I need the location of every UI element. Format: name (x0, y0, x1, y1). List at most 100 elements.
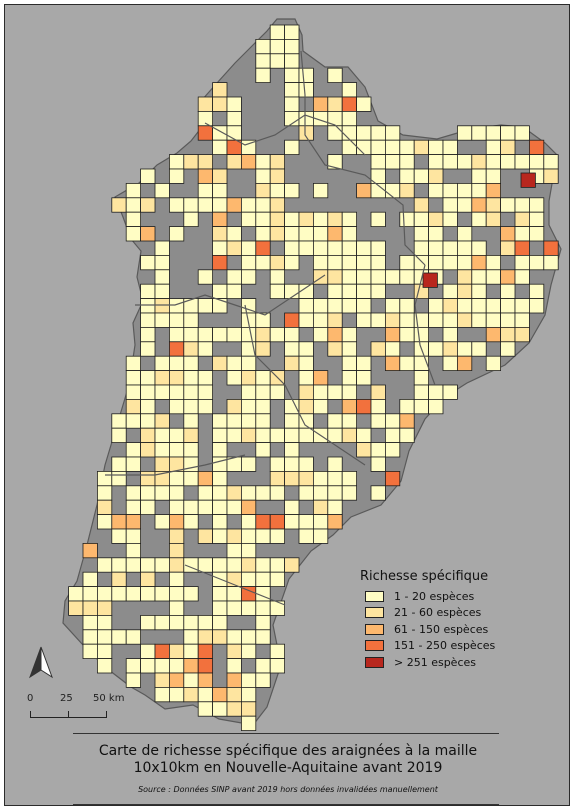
grid-cell (356, 139, 372, 155)
grid-cell (197, 370, 213, 386)
grid-cell (384, 312, 401, 328)
grid-cell (212, 211, 228, 227)
grid-cell (370, 211, 386, 227)
grid-cell (212, 485, 228, 501)
grid-cell (298, 427, 314, 444)
grid-cell (514, 254, 530, 271)
grid-cell (399, 398, 415, 415)
grid-cell (284, 24, 300, 40)
grid-cell (97, 658, 113, 674)
grid-cell (240, 211, 257, 227)
grid-cell (298, 470, 314, 487)
grid-cell (226, 600, 242, 616)
legend-label: 1 - 20 espèces (394, 589, 475, 603)
grid-cell (197, 197, 213, 213)
grid-cell (442, 211, 458, 227)
map-subtitle: 10x10km en Nouvelle-Aquitaine avant 2019 (133, 760, 443, 776)
grid-cell (197, 168, 213, 184)
grid-cell (500, 298, 516, 314)
grid-cell (240, 197, 257, 213)
grid-cell (240, 326, 257, 343)
grid-cell (442, 154, 458, 170)
grid-cell (284, 67, 300, 84)
grid-cell (212, 528, 228, 544)
grid-cell (514, 240, 530, 256)
grid-cell (312, 326, 329, 343)
grid-cell (298, 111, 314, 127)
grid-cell (183, 312, 199, 328)
grid-cell (240, 715, 257, 732)
grid-cell (384, 298, 401, 314)
grid-cell (312, 96, 329, 112)
grid-cell (154, 254, 170, 271)
grid-cell (240, 413, 257, 429)
grid-cell (255, 413, 271, 429)
grid-cell (255, 240, 271, 256)
grid-cell (356, 96, 372, 112)
grid-cell (125, 226, 141, 242)
grid-cell (226, 197, 242, 213)
grid-cell (240, 269, 257, 285)
grid-cell (298, 514, 314, 530)
grid-cell (370, 125, 386, 141)
grid-cell (111, 456, 127, 472)
grid-cell (212, 182, 228, 199)
grid-cell (298, 485, 314, 501)
grid-cell (197, 384, 213, 400)
grid-cell (514, 154, 530, 170)
grid-cell (140, 643, 156, 660)
grid-cell (255, 514, 271, 530)
grid-cell (269, 485, 286, 501)
grid-cell (140, 312, 156, 328)
grid-cell (284, 427, 300, 444)
grid-cell (471, 240, 487, 256)
grid-cell (226, 629, 242, 645)
grid-cell (341, 326, 358, 343)
grid-cell (341, 341, 358, 357)
grid-cell (442, 298, 458, 314)
grid-cell (298, 226, 314, 242)
grid-cell (255, 672, 271, 688)
grid-cell (327, 211, 343, 227)
grid-cell (284, 226, 300, 242)
grid-cell (212, 514, 228, 530)
grid-cell (183, 413, 199, 429)
grid-cell (226, 586, 242, 602)
grid-cell (442, 139, 458, 155)
grid-cell (269, 182, 286, 199)
grid-cell (226, 111, 242, 127)
grid-cell (341, 370, 358, 386)
grid-cell (212, 96, 228, 112)
grid-cell (240, 456, 257, 472)
grid-cell (255, 254, 271, 271)
grid-cell (226, 658, 242, 674)
grid-cell (428, 182, 444, 199)
grid-cell (97, 615, 113, 631)
grid-cell (456, 240, 473, 256)
grid-cell (255, 442, 271, 458)
grid-cell (240, 384, 257, 400)
grid-cell (226, 355, 242, 372)
grid-cell (212, 456, 228, 472)
grid-cell (471, 182, 487, 199)
grid-cell (154, 485, 170, 501)
grid-cell (212, 701, 228, 717)
grid-cell (168, 168, 185, 184)
grid-cell (154, 269, 170, 285)
legend-swatch (365, 590, 384, 602)
grid-cell (471, 298, 487, 314)
grid-cell (197, 154, 213, 170)
grid-cell (255, 485, 271, 501)
grid-cell (197, 557, 213, 573)
grid-cell (485, 125, 502, 141)
grid-cell (140, 658, 156, 674)
grid-cell (327, 154, 343, 170)
grid-cell (269, 384, 286, 400)
grid-cell (197, 643, 213, 660)
grid-cell (226, 398, 242, 415)
grid-cell (154, 456, 170, 472)
grid-cell (456, 298, 473, 314)
grid-cell (442, 384, 458, 400)
grid-cell (226, 240, 242, 256)
grid-cell (428, 226, 444, 242)
